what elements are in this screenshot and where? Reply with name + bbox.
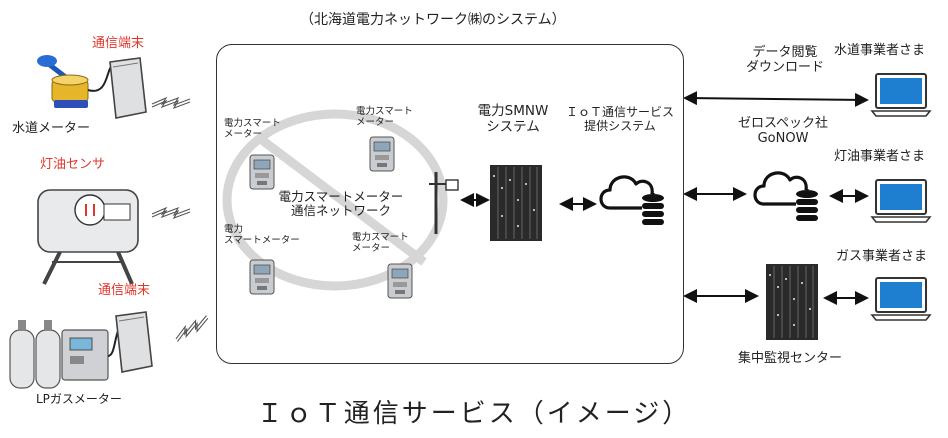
page-title: ＩｏＴ通信サービス（イメージ） xyxy=(256,399,692,429)
gas-terminal-label: 通信端末 xyxy=(98,283,151,298)
monitoring-center-label: 集中監視センター xyxy=(738,351,843,366)
iot-platform-label: ＩｏＴ通信サービス 提供システム xyxy=(565,105,674,133)
lp-gas-meter-label: LPガスメーター xyxy=(36,392,122,406)
water-meter-label: 水道メーター xyxy=(12,121,91,136)
oil-business-label: 灯油事業者さま xyxy=(834,149,926,164)
smnw-system-label: 電力SMNW システム xyxy=(477,103,549,135)
system-caption: （北海道電力ネットワーク㈱のシステム） xyxy=(300,12,566,28)
network-label: 電力スマートメーター 通信ネットワーク xyxy=(278,189,404,219)
gas-business-label: ガス事業者さま xyxy=(836,249,928,264)
data-access-label: データ閲覧 ダウンロード xyxy=(745,45,824,75)
communication-terminal-icon xyxy=(115,311,153,373)
smart-meter-label-1: 電力スマート メーター xyxy=(224,118,281,141)
water-business-label: 水道事業者さま xyxy=(834,43,926,58)
smart-meter-label-4: 電力スマート メーター xyxy=(352,232,409,255)
zerospec-gonow-label: ゼロスペック社 GoNOW xyxy=(737,116,829,146)
water-meter-icon xyxy=(37,55,113,108)
lp-gas-meter-icon xyxy=(61,325,123,381)
oil-sensor-label: 灯油センサ xyxy=(40,157,106,172)
oil-tank-sensor-icon xyxy=(37,189,139,285)
water-terminal-label: 通信端末 xyxy=(92,36,145,51)
smart-meter-label-3: 電力 スマートメーター xyxy=(224,224,300,247)
communication-terminal-icon xyxy=(109,57,147,119)
smart-meter-label-2: 電力スマート メーター xyxy=(356,106,413,129)
lp-gas-cylinders-icon xyxy=(9,320,61,389)
